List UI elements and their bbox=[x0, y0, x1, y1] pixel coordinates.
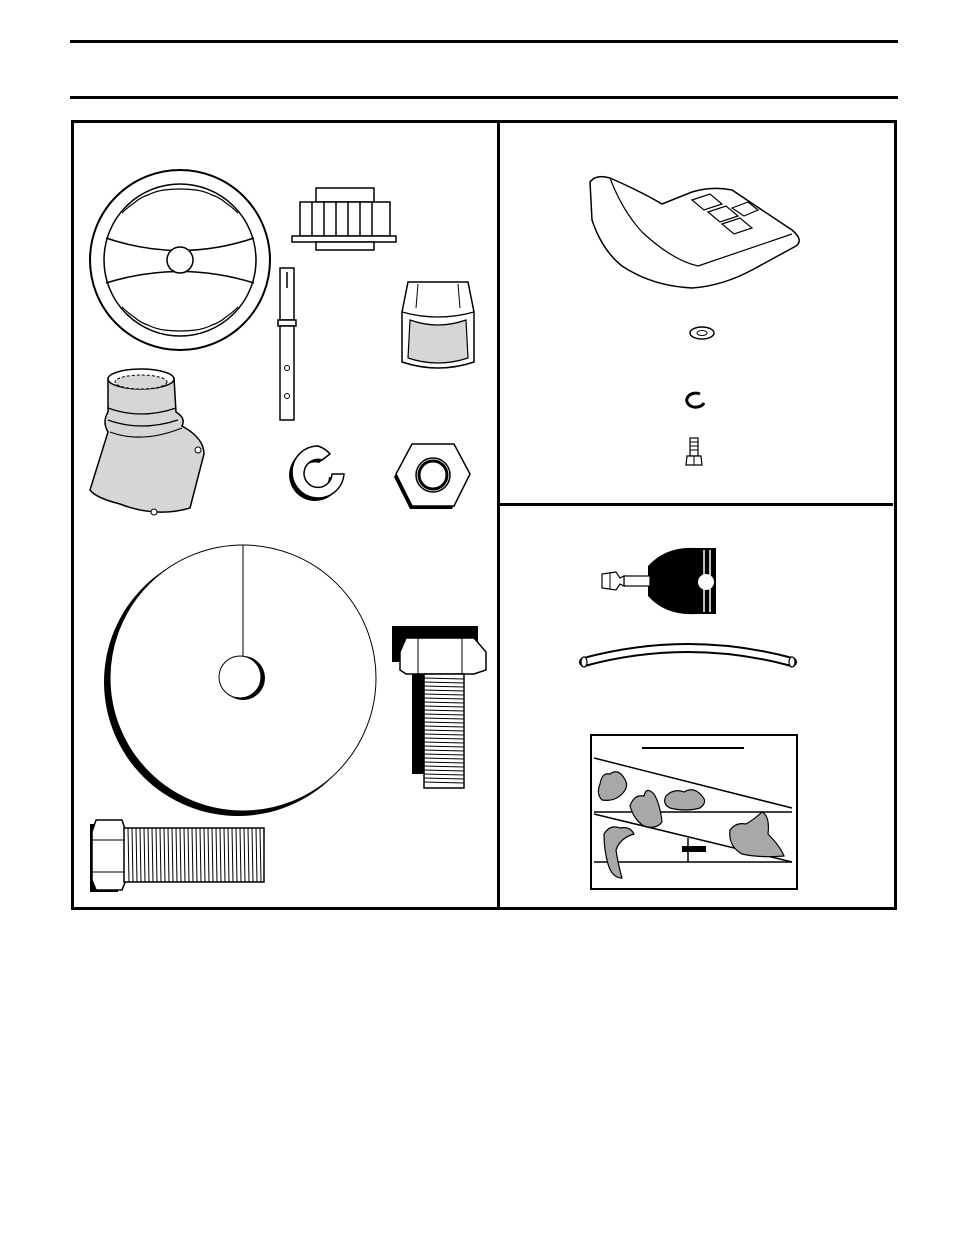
column-boot-icon bbox=[86, 362, 216, 520]
small-screw-icon bbox=[684, 436, 704, 468]
seat-icon bbox=[582, 170, 808, 292]
hex-nut-icon bbox=[392, 442, 474, 512]
panel-divider-vertical bbox=[497, 121, 500, 909]
header-rule-bottom bbox=[70, 96, 898, 99]
panel-divider-horizontal bbox=[500, 503, 893, 506]
steering-wheel-icon bbox=[88, 168, 272, 352]
hose-icon bbox=[578, 640, 800, 674]
steering-shaft-icon bbox=[276, 266, 298, 424]
flat-washer-icon bbox=[100, 540, 384, 824]
header-rule-top bbox=[70, 40, 898, 43]
slope-guide-icon bbox=[590, 734, 800, 892]
small-washer-icon bbox=[688, 324, 716, 342]
small-lock-washer-icon bbox=[682, 390, 710, 412]
steering-adapter-icon bbox=[292, 186, 398, 252]
steering-cap-icon bbox=[396, 272, 480, 374]
short-bolt-icon bbox=[390, 624, 490, 790]
ignition-key-icon bbox=[596, 540, 724, 622]
long-bolt-icon bbox=[88, 818, 272, 896]
lock-washer-icon bbox=[282, 440, 354, 504]
